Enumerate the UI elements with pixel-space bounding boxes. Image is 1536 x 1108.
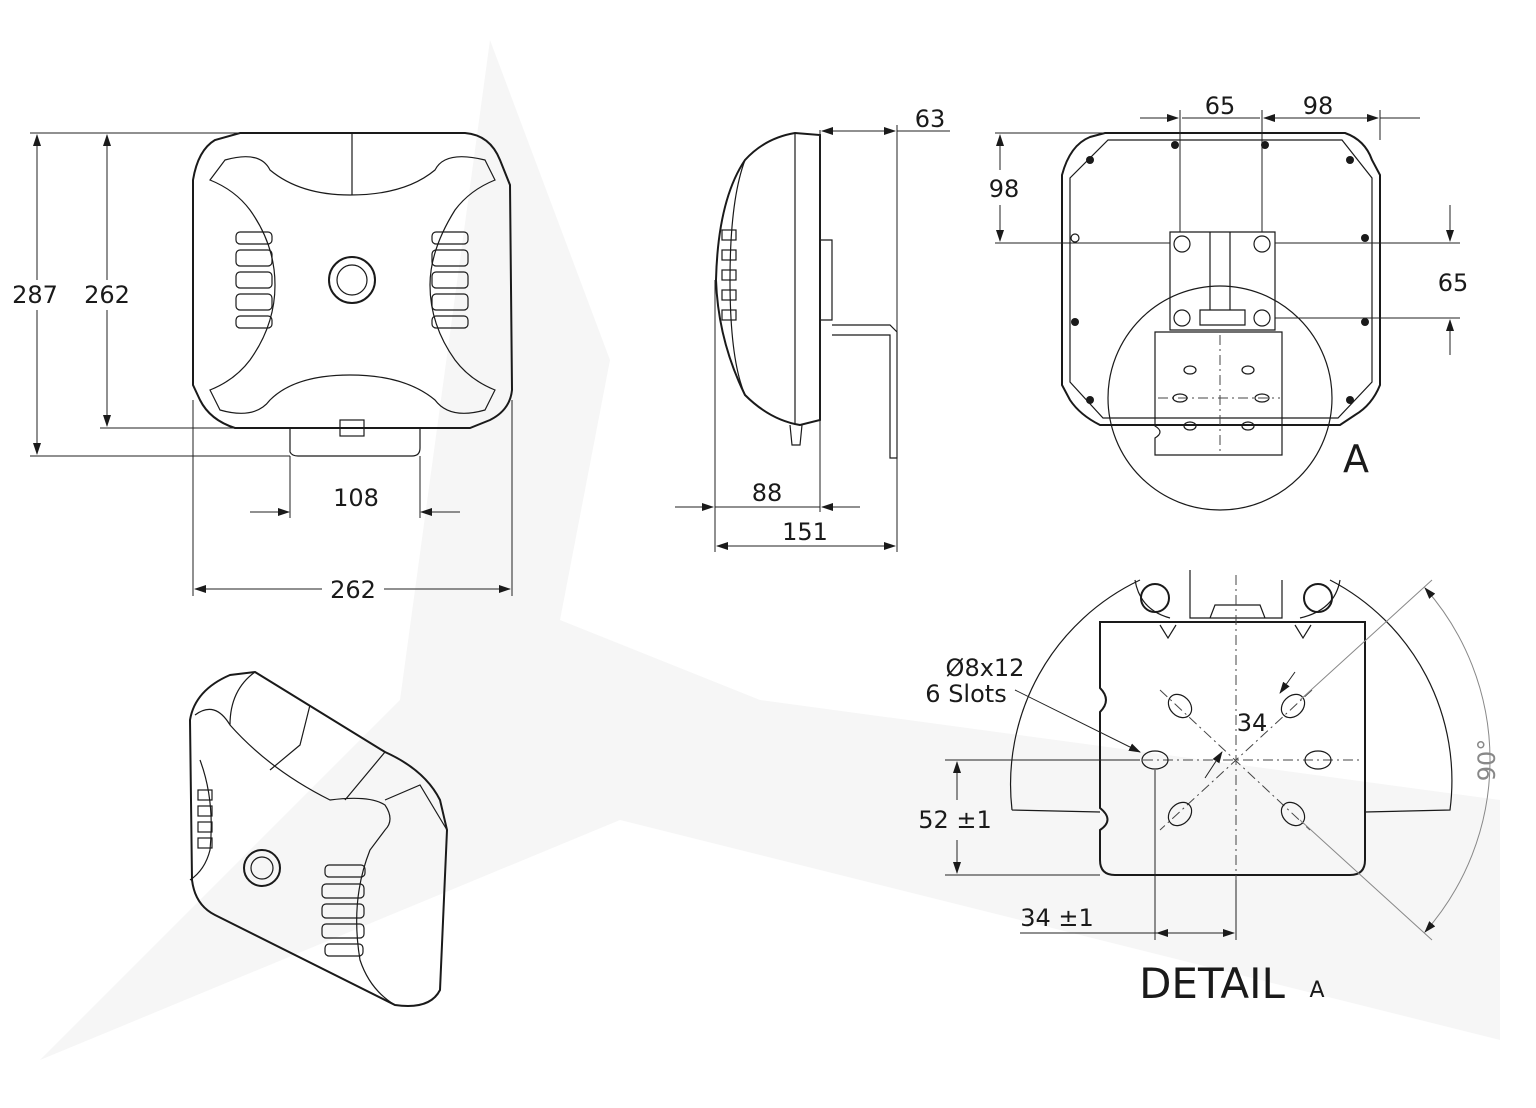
dim-hole-spacing-v: 65 (1438, 269, 1469, 297)
rear-view (995, 110, 1460, 511)
isometric-view (188, 670, 449, 1007)
dim-hole-spacing-h: 65 (1205, 92, 1236, 120)
dim-width: 262 (330, 576, 376, 604)
detail-title: DETAIL (1139, 959, 1285, 1008)
dim-overall-height: 287 (12, 281, 58, 309)
dim-body-height: 262 (84, 281, 130, 309)
dim-vertical: 52 ±1 (918, 806, 992, 834)
detail-marker: A (1343, 437, 1369, 481)
watermark-logo (40, 40, 1500, 1060)
dim-hole-offset-h: 98 (1303, 92, 1334, 120)
dim-diagonal: 34 (1237, 709, 1268, 737)
dim-hole-offset-v: 98 (989, 175, 1020, 203)
detail-title-suffix: A (1309, 978, 1324, 1003)
detail-view (945, 570, 1491, 941)
dim-body-depth: 88 (752, 479, 783, 507)
dim-horizontal: 34 ±1 (1020, 904, 1094, 932)
slot-count-label: 6 Slots (925, 680, 1006, 708)
dim-bracket-depth: 63 (915, 105, 946, 133)
dim-angle: 90° (1473, 739, 1501, 782)
front-view (30, 132, 514, 596)
slot-size-label: Ø8x12 (946, 654, 1025, 682)
dim-bracket-width: 108 (333, 484, 379, 512)
side-view (675, 125, 950, 552)
dim-total-depth: 151 (782, 518, 828, 546)
